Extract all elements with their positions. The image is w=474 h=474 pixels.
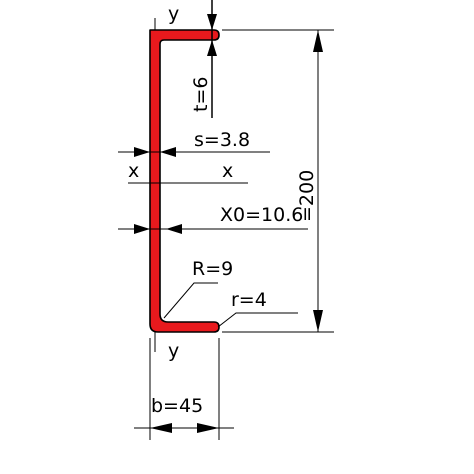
t-arrow-bottom xyxy=(207,40,217,56)
h-arrow-top xyxy=(313,30,323,52)
r-outer-leader xyxy=(163,282,218,319)
channel-profile xyxy=(149,29,220,333)
r-inner-label: r=4 xyxy=(231,289,267,311)
x-axis-label-right: x xyxy=(222,160,233,182)
x0-arrow-left xyxy=(134,224,150,234)
b-arrow-right xyxy=(197,423,219,433)
y-axis-label-top: y xyxy=(168,3,179,25)
t-dimension-label: t=6 xyxy=(190,77,212,112)
r-inner-leader xyxy=(217,312,298,328)
x0-arrow-right xyxy=(166,224,182,234)
b-dimension-label: b=45 xyxy=(151,395,203,417)
x0-dimension-label: X0=10.6 xyxy=(220,204,303,226)
h-dimension-label: =200 xyxy=(296,170,318,222)
h-arrow-bottom xyxy=(313,310,323,332)
x-axis-label-left: x xyxy=(128,160,139,182)
s-dimension-label: s=3.8 xyxy=(194,129,250,151)
s-arrow-right xyxy=(160,147,176,157)
r-outer-label: R=9 xyxy=(192,258,233,280)
y-axis-label-bottom: y xyxy=(168,340,179,362)
s-arrow-left xyxy=(134,147,150,157)
b-arrow-left xyxy=(150,423,172,433)
t-arrow-top xyxy=(207,14,217,30)
